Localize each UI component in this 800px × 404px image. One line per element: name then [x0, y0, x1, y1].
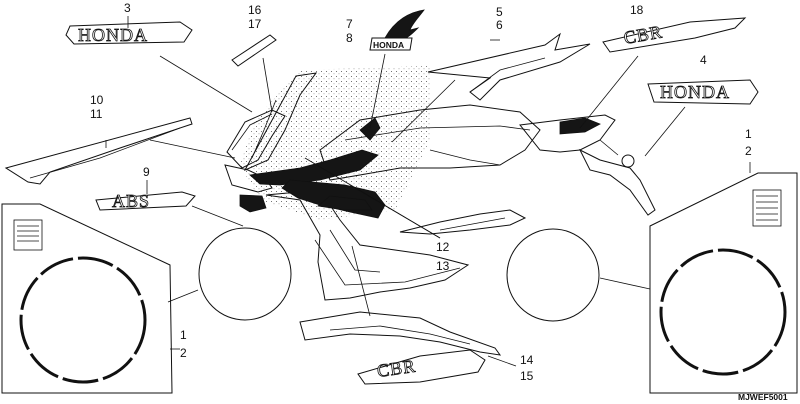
rim-stripe-sheet-right	[649, 172, 798, 394]
callout-18: 18	[630, 3, 644, 17]
honda-small-text: HONDA	[78, 25, 148, 45]
callout-2-right: 2	[745, 144, 752, 158]
callout-1-right: 1	[745, 127, 752, 141]
wing-logo-text: HONDA	[373, 40, 404, 50]
callout-numbers: 3 16 17 7 8 5 6 18 4 10 11 9 1 2 12 13 1…	[90, 1, 752, 383]
fairing-outline	[224, 66, 656, 301]
callout-9: 9	[143, 165, 150, 179]
cbr-side-decal: CBR	[299, 311, 502, 385]
callout-5: 5	[496, 5, 503, 19]
windscreen-stripe-decal	[231, 34, 277, 67]
callout-4: 4	[700, 53, 707, 67]
abs-decal: ABS	[95, 191, 196, 211]
callout-11: 11	[90, 107, 103, 121]
callout-3: 3	[124, 1, 131, 15]
wing-logo-decal: HONDA	[369, 9, 425, 51]
callout-12: 12	[436, 240, 450, 254]
callout-8: 8	[346, 31, 353, 45]
abs-text: ABS	[112, 191, 150, 211]
callout-2-left: 2	[180, 346, 187, 360]
leader-lines	[105, 16, 751, 367]
rim-stripe-sheet-left	[1, 203, 173, 394]
callout-13: 13	[436, 259, 450, 273]
honda-large-text: HONDA	[660, 82, 730, 102]
drawing-code: MJWEF5001	[738, 392, 788, 402]
callout-6: 6	[496, 18, 503, 32]
callout-16: 16	[248, 3, 262, 17]
callout-14: 14	[520, 353, 534, 367]
wheel-rings	[198, 227, 600, 322]
callout-10: 10	[90, 93, 104, 107]
upper-side-stripe-decal	[427, 32, 591, 101]
callout-1-left: 1	[180, 328, 187, 342]
honda-emblem-decal-small: HONDA	[65, 21, 193, 45]
callout-7: 7	[346, 17, 353, 31]
model-badge-decal: CBR	[602, 17, 747, 53]
callout-17: 17	[248, 17, 262, 31]
callout-15: 15	[520, 369, 534, 383]
honda-emblem-decal-large: HONDA	[647, 79, 759, 105]
lower-long-stripe-decal	[4, 117, 193, 185]
